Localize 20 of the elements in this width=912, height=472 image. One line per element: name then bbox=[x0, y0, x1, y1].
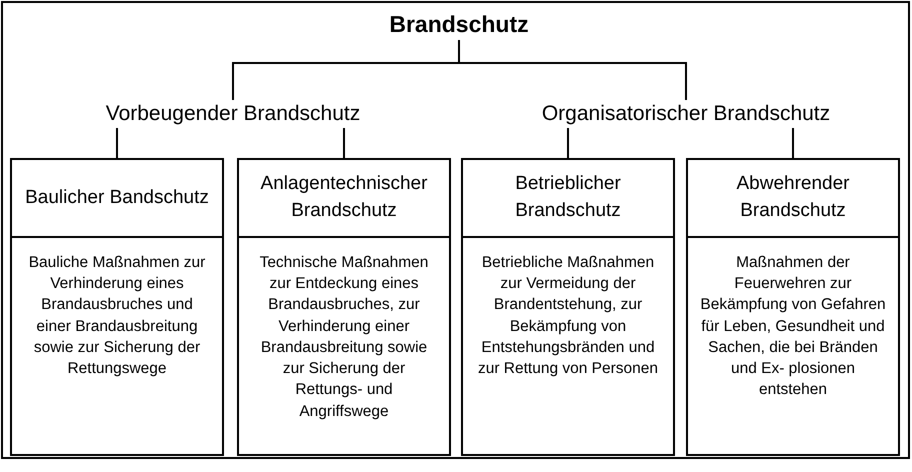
category-card bbox=[686, 158, 900, 456]
card-heading: Betrieblicher Brandschutz bbox=[514, 172, 622, 223]
connector-line bbox=[343, 128, 345, 158]
card-description: Bauliche Maßnahmen zur Verhinderung eines Brandausbruches und einer Brandausbreitung sowie zur Sicherung der Rettungswege bbox=[28, 253, 206, 380]
card-heading: Abwehrender Brandschutz bbox=[735, 172, 851, 223]
category-card bbox=[10, 158, 224, 456]
card-description: Technische Maßnahmen zur Entdeckung eines Brandausbruches, zur Verhinderung einer Brandausbreitung sowie zur Sicherung der Rettungs- und Angriffswege bbox=[258, 253, 430, 422]
connector-line bbox=[458, 40, 687, 100]
diagram-title: Brandschutz bbox=[359, 8, 559, 40]
connector-line bbox=[567, 128, 569, 158]
card-heading: Anlagentechnischer Brandschutz bbox=[260, 172, 428, 223]
category-heading: Organisatorischer Brandschutz bbox=[510, 100, 862, 128]
category-card bbox=[237, 158, 451, 456]
connector-line bbox=[792, 128, 794, 158]
card-description: Betriebliche Maßnahmen zur Vermeidung der Brandentstehung, zur Bekämpfung von Entstehungsbränden und zur Rettung von Personen bbox=[476, 253, 660, 380]
category-heading: Vorbeugender Brandschutz bbox=[60, 100, 406, 128]
category-card bbox=[461, 158, 675, 456]
connector-line bbox=[116, 128, 118, 158]
card-heading: Baulicher Bandschutz bbox=[24, 186, 210, 210]
card-description: Maßnahmen der Feuerwehren zur Bekämpfung von Gefahren für Leben, Gesundheit und Sachen, die bei Bränden und Ex- plosionen entstehen bbox=[699, 253, 887, 400]
